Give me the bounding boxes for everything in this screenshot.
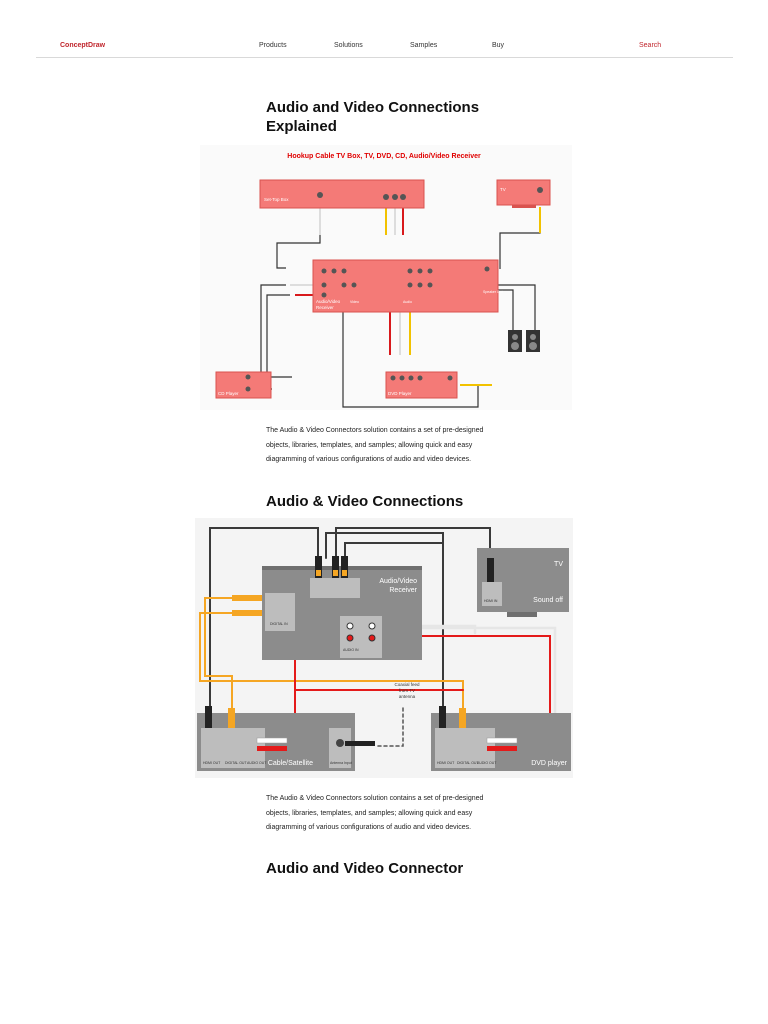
antenna-input-label: Antenna Input (330, 761, 352, 765)
section3-title: Audio and Video Connector (266, 860, 464, 877)
tv-stand (512, 205, 536, 208)
receiver-jacks (321, 266, 490, 298)
tv-device (496, 179, 551, 206)
cd-jack-1 (245, 374, 251, 380)
tv-label: TV (500, 187, 506, 192)
cable-satellite-plugs (205, 706, 288, 751)
receiver-label-line1: Audio/Video (316, 299, 341, 304)
speaker-left (508, 330, 522, 352)
top-navigation: ConceptDraw Products Solutions Samples B… (0, 0, 768, 58)
av-connections-diagram: Audio/Video Receiver DIGITAL IN AUDIO IN… (195, 518, 573, 778)
section1-title: Audio and Video Connections Explained (266, 98, 479, 136)
coax-label-line3: antenna (399, 694, 416, 699)
section1-desc-line2: objects, libraries, templates, and sampl… (266, 441, 473, 449)
section1-title-line1: Audio and Video Connections (266, 99, 480, 116)
section2-desc-line2: objects, libraries, templates, and sampl… (266, 809, 473, 817)
av-receiver-label-line1: Audio/Video (379, 578, 417, 585)
set-top-box (259, 179, 425, 209)
tv-jack (537, 187, 543, 193)
cable-satellite-panel (201, 728, 265, 768)
section2-title: Audio & Video Connections (266, 493, 464, 510)
section1-title-line2: Explained (266, 118, 337, 135)
receiver-audio-label: Audio (403, 300, 412, 304)
dvd-player-panel (435, 728, 495, 768)
receiver-label-line2: Receiver (316, 305, 334, 310)
section1-desc-line3: diagramming of various configurations of… (266, 456, 472, 463)
dvd-jacks (390, 375, 453, 381)
set-top-box-label: Set-Top Box (264, 197, 289, 202)
nav-products[interactable]: Products (259, 42, 287, 49)
receiver-hdmi-panel (310, 578, 360, 598)
antenna-plug (345, 741, 375, 746)
section1-desc-line1: The Audio & Video Connectors solution co… (266, 427, 484, 434)
cd-player (215, 371, 272, 399)
av-receiver (312, 259, 499, 313)
receiver-digital-in-label: DIGITAL IN (270, 622, 288, 626)
nav-solutions[interactable]: Solutions (334, 42, 363, 49)
dvd-hdmi-out-label: HDMI OUT (437, 761, 455, 765)
av-tv-label: TV (554, 561, 563, 568)
av-tv-stand (507, 612, 537, 617)
section2-description: The Audio & Video Connectors solution co… (266, 792, 526, 836)
hookup-diagram: Hookup Cable TV Box, TV, DVD, CD, Audio/… (200, 145, 572, 410)
cable-hdmi-out-label: HDMI OUT (203, 761, 221, 765)
section1-description: The Audio & Video Connectors solution co… (266, 424, 526, 468)
cable-digital-out-label: DIGITAL OUT (225, 761, 247, 765)
receiver-audio-jacks (346, 622, 376, 642)
receiver-video-label: Video (350, 300, 359, 304)
set-top-box-jacks (317, 192, 406, 200)
hookup-diagram-title: Hookup Cable TV Box, TV, DVD, CD, Audio/… (287, 153, 481, 160)
receiver-digital-panel (265, 593, 295, 631)
av-dvd-player-label: DVD player (531, 760, 567, 767)
speaker-right (526, 330, 540, 352)
dvd-player-plugs (439, 706, 518, 751)
receiver-audio-in-label: AUDIO IN (343, 648, 359, 652)
tv-hdmi-panel (482, 582, 502, 606)
av-tv-sound-off: Sound off (533, 597, 563, 604)
brand-link[interactable]: ConceptDraw (60, 42, 106, 49)
nav-samples[interactable]: Samples (410, 42, 438, 49)
nav-buy[interactable]: Buy (492, 42, 505, 49)
receiver-speaker-label: Speaker Out (483, 290, 503, 294)
nav-search[interactable]: Search (639, 42, 662, 49)
cd-jack-2 (245, 386, 251, 392)
tv-hdmi-plug (487, 558, 494, 582)
coax-label-line2: from TV (399, 688, 415, 693)
dvd-digital-out-label: DIGITAL OUT (457, 761, 479, 765)
cable-audio-out-label: AUDIO OUT (247, 761, 267, 765)
receiver-rca-plugs (232, 595, 262, 616)
section2-desc-line1: The Audio & Video Connectors solution co… (266, 795, 484, 802)
coax-label-line1: Coaxial feed (394, 682, 420, 687)
cd-player-label: CD Player (218, 391, 239, 396)
tv-hdmi-in-label: HDMI IN (484, 599, 498, 603)
section2-desc-line3: diagramming of various configurations of… (266, 824, 472, 831)
dvd-audio-out-label: AUDIO OUT (477, 761, 497, 765)
nav-divider (36, 57, 733, 58)
av-receiver-label-line2: Receiver (389, 587, 417, 594)
antenna-jack (336, 739, 344, 747)
cable-satellite-label: Cable/Satellite (268, 760, 313, 767)
antenna-input-panel (329, 728, 351, 768)
dvd-player-label: DVD Player (388, 391, 412, 396)
receiver-hdmi-plugs (315, 556, 348, 578)
